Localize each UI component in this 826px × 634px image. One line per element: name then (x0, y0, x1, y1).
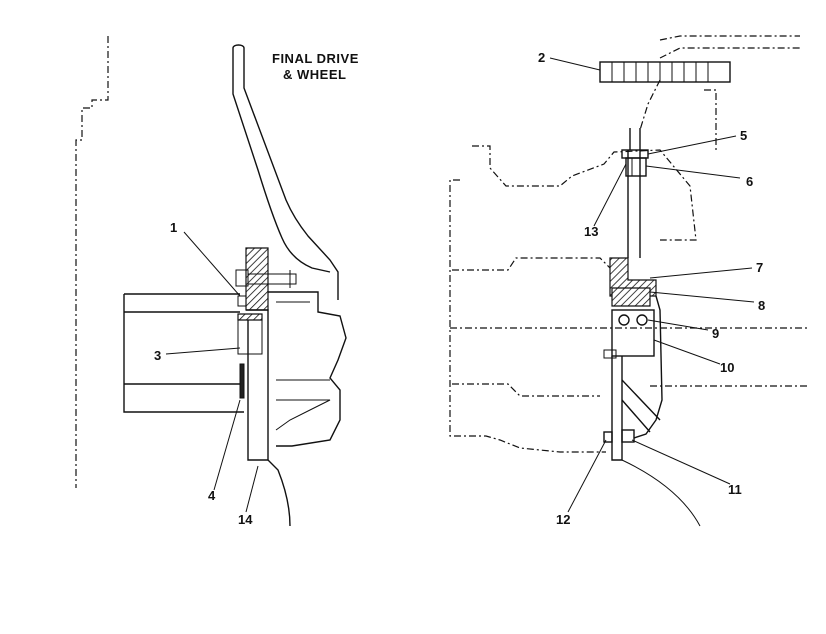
bolt-shank (248, 270, 297, 288)
spacer-body (237, 319, 263, 355)
wheel-hub (621, 295, 663, 439)
leader-8 (649, 291, 755, 303)
hub-plate (246, 309, 269, 461)
shim (239, 363, 245, 399)
sensor-threads (611, 62, 709, 82)
bolt-9a (618, 314, 630, 326)
bracket-tab (603, 349, 617, 359)
housing-outline-right (472, 145, 697, 241)
callout-12: 12 (556, 512, 570, 527)
final-drive-arm-inner (232, 48, 331, 273)
leader-7 (649, 267, 753, 279)
leader-5 (647, 135, 737, 155)
bolt-head (235, 269, 249, 287)
vertical-plate (611, 356, 623, 461)
bracket (611, 309, 655, 357)
callout-4: 4 (208, 488, 216, 503)
leader-10 (653, 339, 721, 365)
leader-1 (183, 231, 241, 297)
rod (627, 128, 641, 258)
hub-section (245, 247, 269, 311)
leader-3 (165, 347, 241, 355)
left-view: FINAL DRIVE & WHEEL 1 3 4 14 (75, 36, 359, 527)
final-drive-arm (232, 44, 339, 300)
leader-2 (549, 57, 601, 71)
leader-6 (645, 165, 741, 179)
drum (123, 293, 244, 413)
callout-14: 14 (238, 512, 253, 527)
callout-9: 9 (712, 326, 719, 341)
hub-housing (268, 291, 347, 447)
leader-9 (647, 319, 709, 331)
jam-nut (625, 157, 647, 177)
leader-12 (567, 439, 607, 513)
sensor-cable (639, 35, 800, 131)
washer (237, 295, 247, 307)
callout-13: 13 (584, 224, 598, 239)
leader-13 (593, 163, 627, 227)
callout-8: 8 (758, 298, 765, 313)
callout-3: 3 (154, 348, 161, 363)
sensor-bracket (704, 89, 717, 150)
callout-6: 6 (746, 174, 753, 189)
housing-body (449, 179, 606, 453)
callout-1: 1 (170, 220, 177, 235)
callout-11: 11 (728, 482, 742, 497)
callout-7: 7 (756, 260, 763, 275)
leader-14 (245, 465, 259, 513)
bolt-11 (621, 429, 635, 443)
mount-plate (611, 287, 651, 307)
title-line1: FINAL DRIVE (272, 51, 359, 66)
right-view: 2 5 6 13 7 8 9 10 11 12 (449, 35, 810, 527)
jam-nut-marks (631, 158, 641, 176)
lower-arm-right (621, 459, 701, 527)
housing-outline-left (75, 36, 109, 488)
hub-housing-inner (275, 301, 331, 431)
callout-5: 5 (740, 128, 747, 143)
callout-2: 2 (538, 50, 545, 65)
housing-inner-dash (452, 257, 611, 397)
bolt-9b (636, 314, 648, 326)
lower-arm (267, 459, 291, 527)
title-line2: & WHEEL (283, 67, 346, 82)
callout-10: 10 (720, 360, 734, 375)
sensor-body (599, 61, 731, 83)
spacer (237, 313, 263, 321)
bolt-12 (603, 431, 613, 443)
leader-11 (631, 439, 731, 485)
mount-block (609, 257, 657, 297)
leader-4 (213, 399, 241, 491)
